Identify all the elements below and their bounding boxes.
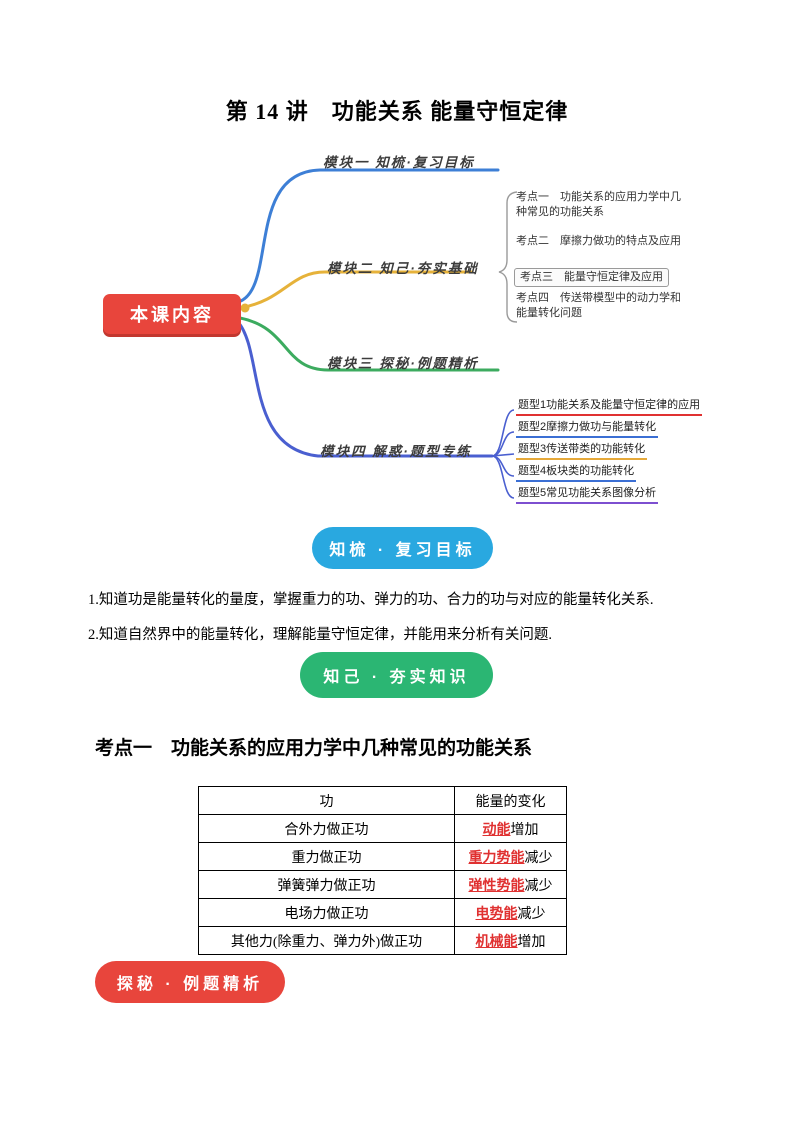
header-work: 功 bbox=[198, 786, 455, 815]
work-cell: 其他力(除重力、弹力外)做正功 bbox=[198, 926, 455, 955]
mindmap-branch-module2: 模块二 知己·夯实基础 bbox=[327, 261, 479, 276]
example-analysis-pill: 探秘 · 例题精析 bbox=[95, 961, 285, 1003]
energy-cell: 机械能增加 bbox=[454, 926, 567, 955]
energy-cell: 动能增加 bbox=[454, 814, 567, 843]
mindmap-kaodian-3: 考点三 能量守恒定律及应用 bbox=[514, 268, 669, 287]
mindmap-tixing-4: 题型4板块类的功能转化 bbox=[516, 462, 637, 482]
mindmap-tixing-3: 题型3传送带类的功能转化 bbox=[516, 440, 648, 460]
energy-cell: 弹性势能减少 bbox=[454, 870, 567, 899]
energy-change-table: 功 能量的变化 合外力做正功 动能增加 重力做正功 重力势能减少 弹簧弹力做正功… bbox=[198, 786, 567, 955]
solid-knowledge-pill: 知己 · 夯实知识 bbox=[300, 652, 493, 698]
objective-line-1: 1.知道功是能量转化的量度，掌握重力的功、弹力的功、合力的功与对应的能量转化关系… bbox=[88, 592, 654, 608]
mindmap-kaodian-2: 考点二 摩擦力做功的特点及应用 bbox=[516, 235, 681, 247]
energy-term: 弹性势能 bbox=[468, 878, 525, 894]
branch-line-module3 bbox=[238, 316, 500, 372]
work-cell: 弹簧弹力做正功 bbox=[198, 870, 455, 899]
mindmap-tixing-5: 题型5常见功能关系图像分析 bbox=[516, 484, 659, 504]
mindmap-branch-module4: 模块四 解惑·题型专练 bbox=[320, 444, 472, 459]
table-row: 电场力做正功 电势能减少 bbox=[198, 898, 567, 927]
mindmap-kaodian-4: 考点四 传送带模型中的动力学和能量转化问题 bbox=[516, 292, 681, 319]
energy-suffix: 增加 bbox=[517, 934, 546, 950]
energy-suffix: 增加 bbox=[510, 822, 539, 838]
table-header-row: 功 能量的变化 bbox=[198, 786, 567, 815]
work-cell: 重力做正功 bbox=[198, 842, 455, 871]
mindmap-lines bbox=[236, 168, 518, 499]
mindmap-center-node: 本课内容 bbox=[103, 294, 241, 334]
objective-line-2: 2.知道自然界中的能量转化，理解能量守恒定律，并能用来分析有关问题. bbox=[88, 627, 552, 643]
energy-suffix: 减少 bbox=[517, 906, 546, 922]
energy-suffix: 减少 bbox=[524, 878, 553, 894]
review-goal-pill: 知梳 · 复习目标 bbox=[312, 527, 493, 569]
energy-term: 机械能 bbox=[475, 934, 518, 950]
energy-cell: 重力势能减少 bbox=[454, 842, 567, 871]
energy-suffix: 减少 bbox=[524, 850, 553, 866]
table-row: 合外力做正功 动能增加 bbox=[198, 814, 567, 843]
tixing-connector-5 bbox=[491, 455, 515, 499]
mindmap-kaodian-1: 考点一 功能关系的应用力学中几种常见的功能关系 bbox=[516, 191, 681, 218]
mindmap-tixing-1: 题型1功能关系及能量守恒定律的应用 bbox=[516, 396, 703, 416]
header-energy-change: 能量的变化 bbox=[454, 786, 567, 815]
brace-icon bbox=[498, 191, 518, 323]
branch-line-module1 bbox=[236, 168, 500, 304]
table-row: 重力做正功 重力势能减少 bbox=[198, 842, 567, 871]
table-row: 其他力(除重力、弹力外)做正功 机械能增加 bbox=[198, 926, 567, 955]
work-cell: 电场力做正功 bbox=[198, 898, 455, 927]
energy-term: 重力势能 bbox=[468, 850, 525, 866]
energy-term: 动能 bbox=[482, 822, 511, 838]
energy-term: 电势能 bbox=[475, 906, 518, 922]
tixing-connector-4 bbox=[491, 455, 515, 477]
work-cell: 合外力做正功 bbox=[198, 814, 455, 843]
branch-junction-dot bbox=[240, 303, 250, 313]
table-row: 弹簧弹力做正功 弹性势能减少 bbox=[198, 870, 567, 899]
branch-line-module2 bbox=[238, 270, 474, 310]
branch-line-module4 bbox=[236, 320, 494, 458]
mindmap-tixing-2: 题型2摩擦力做功与能量转化 bbox=[516, 418, 659, 438]
energy-cell: 电势能减少 bbox=[454, 898, 567, 927]
mindmap-branch-module1: 模块一 知梳·复习目标 bbox=[323, 155, 475, 170]
section-heading-kaodian1: 考点一 功能关系的应用力学中几种常见的功能关系 bbox=[95, 738, 533, 759]
page-title: 第 14 讲 功能关系 能量守恒定律 bbox=[225, 99, 569, 124]
mindmap-kaodian-3-box: 考点三 能量守恒定律及应用 bbox=[514, 268, 669, 287]
tixing-connector-3 bbox=[491, 453, 515, 457]
mindmap-branch-module3: 模块三 探秘·例题精析 bbox=[327, 356, 479, 371]
